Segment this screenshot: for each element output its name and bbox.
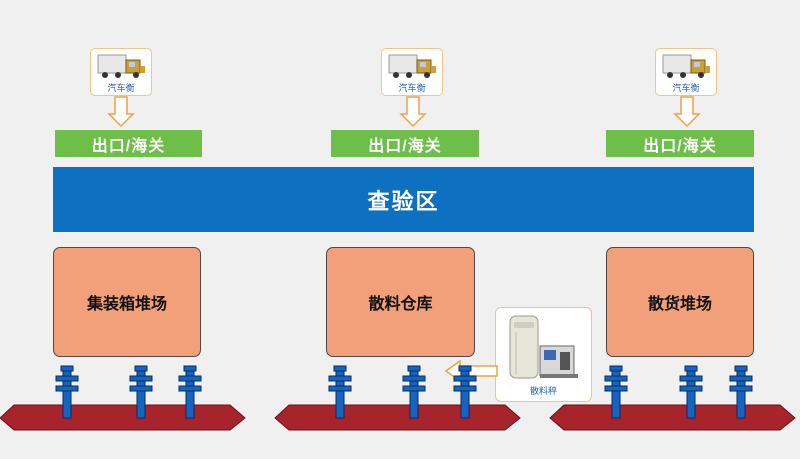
bollard-icon [328, 365, 352, 419]
ship-hull-icon [0, 404, 246, 431]
truck-scale-label: 汽车衡 [107, 83, 135, 93]
truck-scale-label: 汽车衡 [398, 83, 426, 93]
bulk-scale-label: 散料秤 [529, 386, 557, 396]
exit-customs-bar-1: 出口/海关 [55, 130, 202, 157]
exit-customs-bar-3: 出口/海关 [606, 130, 754, 157]
bollard-icon [453, 365, 477, 419]
bollard-icon [679, 365, 703, 419]
down-arrow-icon [673, 96, 701, 128]
bollard-icon [729, 365, 753, 419]
inspection-zone: 查验区 [53, 167, 754, 232]
container-yard: 集装箱堆场 [53, 247, 201, 357]
truck-icon [97, 54, 145, 78]
bulk-cargo-yard: 散货堆场 [606, 247, 754, 357]
truck-scale-card-2: 汽车衡 [381, 48, 443, 96]
truck-scale-label: 汽车衡 [672, 83, 700, 93]
bulk-warehouse: 散料仓库 [326, 247, 475, 357]
truck-scale-card-3: 汽车衡 [655, 48, 717, 96]
down-arrow-icon [399, 96, 427, 128]
bulk-scale-machine-icon [509, 315, 578, 379]
truck-icon [388, 54, 436, 78]
bollard-icon [55, 365, 79, 419]
truck-scale-card-1: 汽车衡 [90, 48, 152, 96]
bollard-icon [402, 365, 426, 419]
bollard-icon [604, 365, 628, 419]
ship-hull-icon [549, 404, 796, 431]
down-arrow-icon [107, 96, 135, 128]
bollard-icon [178, 365, 202, 419]
exit-customs-bar-2: 出口/海关 [331, 130, 479, 157]
ship-hull-icon [274, 404, 521, 431]
bulk-scale-card: 散料秤 [495, 307, 592, 402]
truck-icon [662, 54, 710, 78]
bollard-icon [129, 365, 153, 419]
